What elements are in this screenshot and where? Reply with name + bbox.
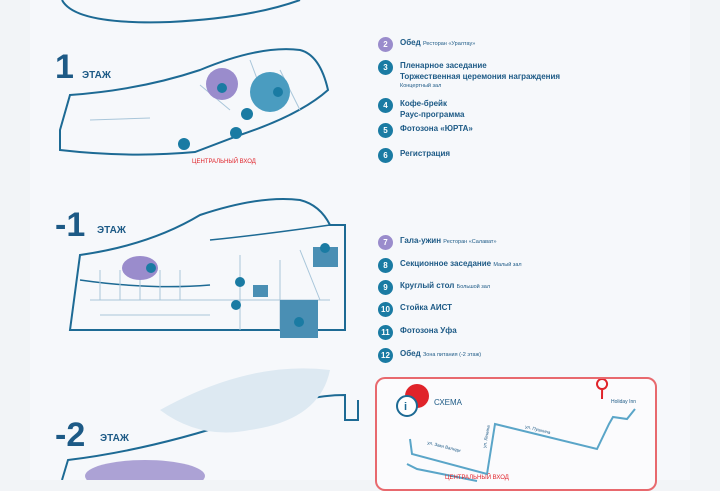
floor1-label: ЭТАЖ [82, 70, 111, 81]
legend-sub: Ресторан «Салават» [443, 239, 497, 245]
legend-sub: Малый зал [493, 262, 522, 268]
schema-title: СХЕМА [434, 398, 462, 407]
legend-line2: Раус-программа [400, 110, 465, 119]
legend-item: 7 Гала-ужин Ресторан «Салават» [378, 235, 497, 250]
legend-item: 6 Регистрация [378, 148, 450, 163]
legend-sub: Зона питания (-2 этаж) [422, 352, 482, 358]
legend-title: Гала-ужин [400, 236, 442, 245]
svg-text:i: i [404, 401, 407, 413]
legend-item: 12 Обед Зона питания (-2 этаж) [378, 348, 481, 363]
legend-item: 5 Фотозона «ЮРТА» [378, 123, 473, 138]
legend-number: 10 [378, 302, 393, 317]
floor-minus1-outline [68, 198, 346, 331]
route-schema: i СХЕМА Holiday Inn ул. Заки Валиди ул. … [375, 377, 657, 491]
legend-sub: Большой зал [456, 284, 491, 290]
legend-title: Фотозона «ЮРТА» [400, 124, 473, 133]
legend-title: Обед [400, 349, 421, 358]
legend-title: Обед [400, 38, 421, 47]
legend-item: 8 Секционное заседание Малый зал [378, 258, 522, 273]
legend-item: 9 Круглый стол Большой зал [378, 280, 490, 295]
legend-title: Пленарное заседание [400, 61, 487, 70]
legend-title: Кофе-брейк [400, 99, 447, 108]
legend-item: 2 Обед Ресторан «Уралтау» [378, 37, 475, 52]
legend-item: 10 Стойка АИСТ [378, 302, 452, 317]
legend-sub: Ресторан «Уралтау» [422, 41, 476, 47]
legend-number: 2 [378, 37, 393, 52]
legend-number: 12 [378, 348, 393, 363]
legend-title: Стойка АИСТ [400, 303, 453, 312]
top-floor-fragment [61, 0, 301, 24]
floor-minus2-label: ЭТАЖ [100, 433, 129, 444]
floor1-entrance-label: ЦЕНТРАЛЬНЫЙ ВХОД [192, 159, 256, 165]
legend-number: 7 [378, 235, 393, 250]
legend-title: Регистрация [400, 149, 451, 158]
info-icon [396, 395, 418, 417]
schema-entrance-label: ЦЕНТРАЛЬНЫЙ ВХОД [445, 475, 509, 481]
floor-minus2-number: -2 [55, 416, 86, 454]
legend-number: 8 [378, 258, 393, 273]
legend-line2: Торжественная церемония награждения [400, 72, 561, 81]
legend-number: 4 [378, 98, 393, 113]
floor1-number: 1 [55, 48, 74, 86]
legend-number: 6 [378, 148, 393, 163]
floor-minus1-number: -1 [55, 206, 86, 244]
route-map: i [396, 379, 636, 482]
legend-number: 9 [378, 280, 393, 295]
legend-title: Фотозона Уфа [400, 326, 457, 335]
legend-title: Секционное заседание [400, 259, 492, 268]
floor-minus1-label: ЭТАЖ [97, 225, 126, 236]
legend-number: 5 [378, 123, 393, 138]
location-pin-icon [596, 379, 609, 400]
hotel-label: Holiday Inn [611, 399, 637, 405]
floor1-outline [59, 48, 330, 156]
legend-number: 3 [378, 60, 393, 75]
floor-plans [59, 0, 359, 480]
legend-title: Круглый стол [400, 281, 455, 290]
legend-number: 11 [378, 325, 393, 340]
legend-item: 11 Фотозона Уфа [378, 325, 457, 340]
legend-sub: Концертный зал [400, 83, 442, 89]
